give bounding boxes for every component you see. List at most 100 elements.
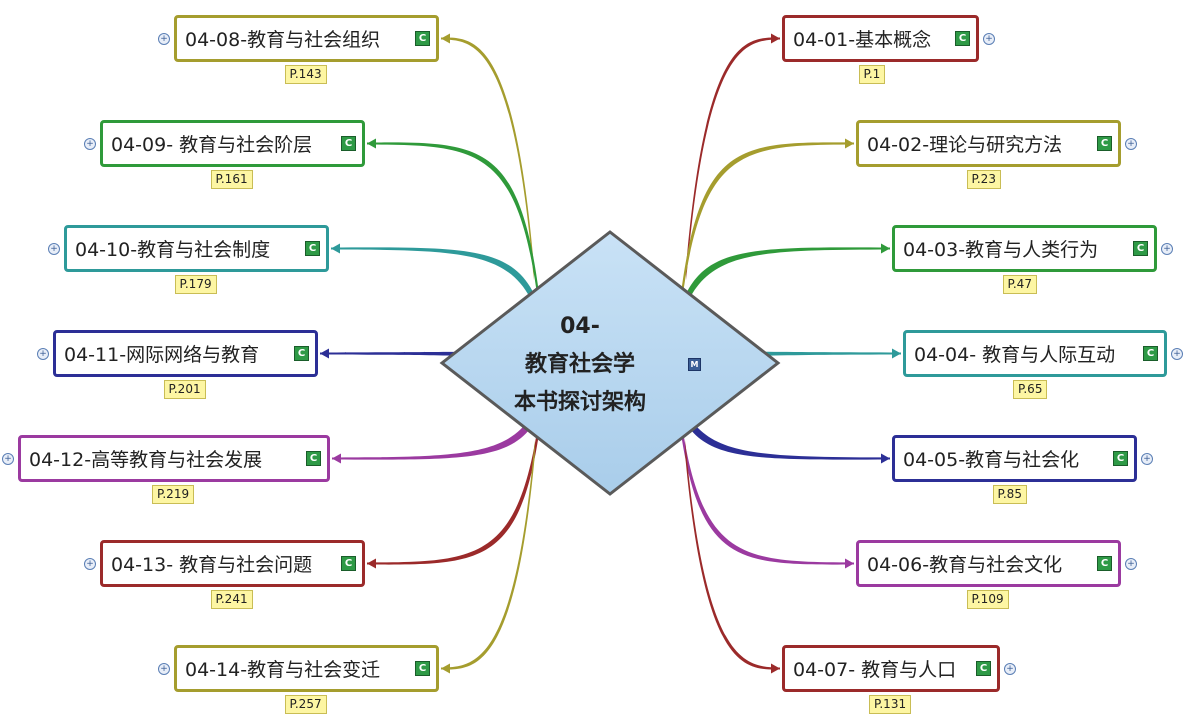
arrow-head-icon bbox=[845, 138, 854, 149]
arrow-head-icon bbox=[771, 663, 780, 674]
central-topic-line3: 本书探讨架构 bbox=[513, 390, 646, 415]
page-reference-badge: P.65 bbox=[1013, 380, 1048, 399]
topic-label: 04-03-教育与人类行为 bbox=[903, 239, 1099, 261]
arrow-head-icon bbox=[845, 558, 854, 569]
topic-c-icon[interactable]: C bbox=[306, 451, 321, 466]
expand-plus-icon[interactable]: + bbox=[158, 32, 170, 45]
topic-c-icon[interactable]: C bbox=[1113, 451, 1128, 466]
expand-plus-icon[interactable]: + bbox=[158, 662, 170, 675]
page-reference-badge: P.131 bbox=[869, 695, 912, 714]
page-reference-badge: P.47 bbox=[1002, 275, 1037, 294]
topic-label: 04-02-理论与研究方法 bbox=[867, 134, 1063, 156]
page-reference-badge: P.23 bbox=[966, 170, 1001, 189]
topic-c-icon[interactable]: C bbox=[1133, 241, 1148, 256]
topic-label: 04-09- 教育与社会阶层 bbox=[111, 134, 313, 156]
expand-plus-icon[interactable]: + bbox=[84, 137, 96, 150]
topic-label: 04-04- 教育与人际互动 bbox=[914, 344, 1116, 366]
arrow-head-icon bbox=[332, 453, 341, 464]
expand-plus-icon[interactable]: + bbox=[1125, 557, 1137, 570]
topic-label: 04-11-网际网络与教育 bbox=[64, 344, 260, 366]
expand-plus-icon[interactable]: + bbox=[37, 347, 49, 360]
topic-c-icon[interactable]: C bbox=[415, 661, 430, 676]
branch-link-n08 bbox=[441, 37, 534, 281]
page-reference-badge: P.179 bbox=[174, 275, 217, 294]
page-reference-badge: P.257 bbox=[284, 695, 327, 714]
branch-link-n01 bbox=[686, 37, 780, 281]
arrow-head-icon bbox=[441, 663, 450, 674]
topic-node-n10[interactable]: 04-10-教育与社会制度 C bbox=[64, 225, 329, 272]
branch-link-n13 bbox=[367, 411, 540, 565]
topic-node-n04[interactable]: 04-04- 教育与人际互动 C bbox=[903, 330, 1167, 377]
expand-plus-icon[interactable]: + bbox=[2, 452, 14, 465]
topic-node-n12[interactable]: 04-12-高等教育与社会发展 C bbox=[18, 435, 330, 482]
branch-link-n09 bbox=[367, 142, 540, 310]
topic-node-n03[interactable]: 04-03-教育与人类行为 C bbox=[892, 225, 1157, 272]
page-reference-badge: P.1 bbox=[858, 65, 886, 84]
branch-link-n07 bbox=[685, 440, 780, 670]
expand-plus-icon[interactable]: + bbox=[1171, 347, 1183, 360]
topic-c-icon[interactable]: C bbox=[1143, 346, 1158, 361]
expand-plus-icon[interactable]: + bbox=[1161, 242, 1173, 255]
topic-node-n11[interactable]: 04-11-网际网络与教育 C bbox=[53, 330, 318, 377]
topic-c-icon[interactable]: C bbox=[415, 31, 430, 46]
expand-plus-icon[interactable]: + bbox=[1004, 662, 1016, 675]
branch-link-n06 bbox=[680, 411, 854, 565]
topic-c-icon[interactable]: C bbox=[294, 346, 309, 361]
topic-label: 04-14-教育与社会变迁 bbox=[185, 659, 381, 681]
arrow-head-icon bbox=[441, 33, 450, 44]
topic-c-icon[interactable]: C bbox=[976, 661, 991, 676]
topic-c-icon[interactable]: C bbox=[1097, 136, 1112, 151]
arrow-head-icon bbox=[892, 348, 901, 359]
arrow-head-icon bbox=[320, 348, 329, 359]
topic-label: 04-10-教育与社会制度 bbox=[75, 239, 271, 261]
topic-label: 04-06-教育与社会文化 bbox=[867, 554, 1063, 576]
topic-node-n14[interactable]: 04-14-教育与社会变迁 C bbox=[174, 645, 439, 692]
central-topic[interactable]: 04- 教育社会学 本书探讨架构 bbox=[490, 308, 670, 422]
topic-node-n07[interactable]: 04-07- 教育与人口 C bbox=[782, 645, 1000, 692]
central-topic-diamond[interactable] bbox=[439, 230, 781, 496]
branch-link-n14 bbox=[441, 440, 535, 670]
central-topic-line2: 教育社会学 bbox=[524, 352, 635, 377]
topic-label: 04-12-高等教育与社会发展 bbox=[29, 449, 263, 471]
arrow-head-icon bbox=[881, 453, 890, 464]
expand-plus-icon[interactable]: + bbox=[84, 557, 96, 570]
arrow-head-icon bbox=[331, 243, 340, 254]
arrow-head-icon bbox=[367, 138, 376, 149]
expand-plus-icon[interactable]: + bbox=[1125, 137, 1137, 150]
topic-node-n02[interactable]: 04-02-理论与研究方法 C bbox=[856, 120, 1121, 167]
topic-c-icon[interactable]: C bbox=[955, 31, 970, 46]
topic-c-icon[interactable]: C bbox=[305, 241, 320, 256]
topic-node-n06[interactable]: 04-06-教育与社会文化 C bbox=[856, 540, 1121, 587]
central-topic-line1: 04- bbox=[560, 314, 600, 339]
arrow-head-icon bbox=[771, 33, 780, 44]
topic-c-icon[interactable]: C bbox=[341, 136, 356, 151]
topic-node-n09[interactable]: 04-09- 教育与社会阶层 C bbox=[100, 120, 365, 167]
expand-plus-icon[interactable]: + bbox=[983, 32, 995, 45]
topic-c-icon[interactable]: C bbox=[341, 556, 356, 571]
branch-link-n02 bbox=[680, 142, 854, 310]
topic-node-n08[interactable]: 04-08-教育与社会组织 C bbox=[174, 15, 439, 62]
topic-label: 04-01-基本概念 bbox=[793, 29, 932, 51]
page-reference-badge: P.143 bbox=[284, 65, 327, 84]
page-reference-badge: P.241 bbox=[210, 590, 253, 609]
map-marker-icon: M bbox=[688, 358, 701, 371]
topic-node-n05[interactable]: 04-05-教育与社会化 C bbox=[892, 435, 1137, 482]
topic-label: 04-08-教育与社会组织 bbox=[185, 29, 381, 51]
page-reference-badge: P.85 bbox=[992, 485, 1027, 504]
topic-c-icon[interactable]: C bbox=[1097, 556, 1112, 571]
page-reference-badge: P.161 bbox=[210, 170, 253, 189]
arrow-head-icon bbox=[881, 243, 890, 254]
topic-node-n01[interactable]: 04-01-基本概念 C bbox=[782, 15, 979, 62]
page-reference-badge: P.109 bbox=[966, 590, 1009, 609]
page-reference-badge: P.201 bbox=[163, 380, 206, 399]
topic-label: 04-13- 教育与社会问题 bbox=[111, 554, 313, 576]
expand-plus-icon[interactable]: + bbox=[1141, 452, 1153, 465]
topic-label: 04-05-教育与社会化 bbox=[903, 449, 1080, 471]
topic-node-n13[interactable]: 04-13- 教育与社会问题 C bbox=[100, 540, 365, 587]
topic-label: 04-07- 教育与人口 bbox=[793, 659, 957, 681]
page-reference-badge: P.219 bbox=[152, 485, 195, 504]
arrow-head-icon bbox=[367, 558, 376, 569]
expand-plus-icon[interactable]: + bbox=[48, 242, 60, 255]
